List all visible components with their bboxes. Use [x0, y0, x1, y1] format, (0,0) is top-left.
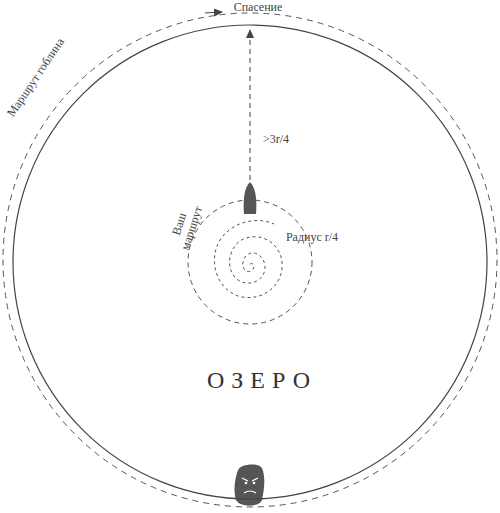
distance-label: >3r/4: [261, 133, 291, 146]
lake-circle: ОЗЕРО: [12, 24, 488, 500]
your-route-label: Ваш маршрут: [166, 198, 207, 254]
goblin-route-label: Маршрут гоблина: [4, 35, 69, 122]
boat: [244, 182, 257, 214]
escape-arrow: [250, 30, 251, 180]
goblin-arrow: [205, 12, 222, 13]
radius-label: Радиус r/4: [286, 231, 338, 244]
escape-label: Спасение: [234, 1, 283, 14]
lake-name: ОЗЕРО: [207, 367, 317, 394]
lake-outline: [12, 24, 488, 500]
goblin-route: [3, 13, 497, 507]
spiral-route: [214, 221, 282, 298]
radius-circle: [188, 200, 312, 324]
